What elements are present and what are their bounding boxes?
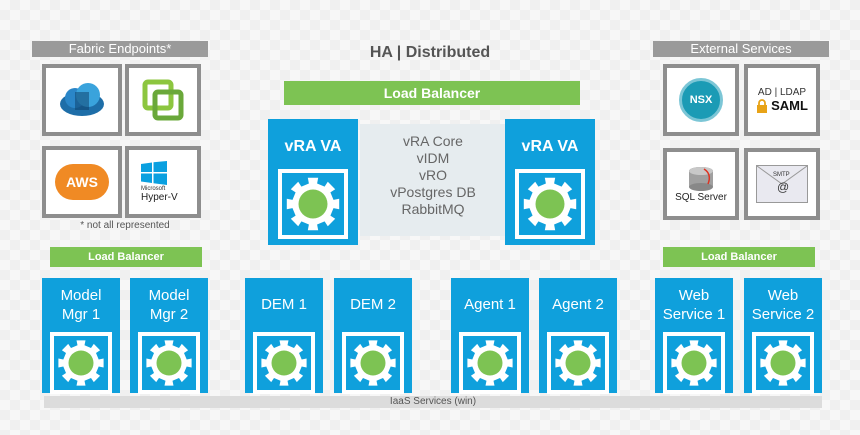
gear-icon (523, 177, 577, 231)
vcloud-tile (42, 64, 122, 136)
smtp-label: SMTP (773, 172, 790, 178)
envelope-icon: SMTP @ (756, 165, 808, 203)
hyperv-label: Hyper-V (141, 192, 178, 203)
gear-backdrop (463, 336, 517, 390)
gear-backdrop (142, 336, 196, 390)
gear-backdrop (257, 336, 311, 390)
smtp-tile: SMTP @ (744, 148, 820, 220)
gear-frame (50, 332, 112, 394)
gear-backdrop (551, 336, 605, 390)
aws-label: AWS (66, 174, 98, 190)
gear-icon (555, 340, 601, 386)
vsphere-icon (142, 79, 184, 121)
service-vpostgres-db: vPostgres DB (390, 184, 476, 200)
agent-2: Agent 2 (539, 278, 617, 394)
gear-icon (760, 340, 806, 386)
gear-backdrop (282, 173, 344, 235)
web-service-1: Web Service 1 (655, 278, 733, 394)
sql-server-tile: SQL Server (663, 148, 739, 220)
gear-frame (515, 169, 585, 239)
gear-frame (547, 332, 609, 394)
gear-backdrop (519, 173, 581, 235)
sql-server-label: SQL Server (675, 191, 727, 203)
gear-icon (671, 340, 717, 386)
not-all-represented-note: * not all represented (80, 220, 170, 231)
agent-1: Agent 1 (451, 278, 529, 394)
lock-icon (757, 98, 768, 113)
at-sign: @ (777, 180, 790, 194)
web-service-2-label: Web Service 2 (751, 287, 815, 323)
windows-icon (141, 161, 167, 185)
external-services-header: External Services (653, 41, 829, 57)
web-service-2: Web Service 2 (744, 278, 822, 394)
service-vidm: vIDM (416, 150, 450, 166)
gear-frame (253, 332, 315, 394)
gear-backdrop (346, 336, 400, 390)
agent-2-label: Agent 2 (552, 296, 604, 313)
vsphere-tile (125, 64, 201, 136)
gear-icon (467, 340, 513, 386)
ad-ldap-label: AD | LDAP (757, 87, 807, 98)
gear-frame (459, 332, 521, 394)
model-mgr-2-label: Model Mgr 2 (148, 287, 190, 323)
gear-icon (261, 340, 307, 386)
vra-services-list: vRA Core vIDM vRO vPostgres DB RabbitMQ (360, 133, 506, 218)
nsx-icon: NSX (679, 78, 723, 122)
main-load-balancer: Load Balancer (284, 81, 580, 105)
vra-va-left: vRA VA (268, 119, 358, 245)
saml-label: SAML (771, 98, 808, 113)
nsx-label: NSX (689, 94, 713, 106)
dem-1-label: DEM 1 (261, 296, 307, 313)
dem-2: DEM 2 (334, 278, 412, 394)
agent-1-label: Agent 1 (464, 296, 516, 313)
model-mgr-1: Model Mgr 1 (42, 278, 120, 394)
gear-backdrop (667, 336, 721, 390)
gear-icon (146, 340, 192, 386)
hyperv-tile: Microsoft Hyper-V (125, 146, 201, 218)
gear-frame (278, 169, 348, 239)
diagram-title: HA | Distributed (369, 44, 491, 61)
gear-icon (286, 177, 340, 231)
model-mgr-1-label: Model Mgr 1 (60, 287, 102, 323)
gear-frame (752, 332, 814, 394)
vra-va-right: vRA VA (505, 119, 595, 245)
gear-icon (350, 340, 396, 386)
service-vra-core: vRA Core (403, 133, 463, 149)
hyperv-maker: Microsoft (141, 186, 166, 192)
saml-tile: AD | LDAP SAML (744, 64, 820, 136)
gear-backdrop (756, 336, 810, 390)
aws-icon: AWS (55, 164, 109, 200)
dem-1: DEM 1 (245, 278, 323, 394)
aws-tile: AWS (42, 146, 122, 218)
gear-backdrop (54, 336, 108, 390)
dem-2-label: DEM 2 (350, 296, 396, 313)
left-load-balancer: Load Balancer (50, 247, 202, 267)
model-mgr-2: Model Mgr 2 (130, 278, 208, 394)
service-vro: vRO (419, 167, 447, 183)
gear-frame (138, 332, 200, 394)
nsx-tile: NSX (663, 64, 739, 136)
vra-va-right-label: vRA VA (521, 138, 579, 155)
vra-va-left-label: vRA VA (284, 138, 342, 155)
service-rabbitmq: RabbitMQ (401, 201, 465, 217)
gear-frame (342, 332, 404, 394)
database-icon (689, 166, 713, 191)
gear-icon (58, 340, 104, 386)
web-service-1-label: Web Service 1 (662, 287, 726, 323)
iaas-services-bar: IaaS Services (win) (44, 396, 822, 408)
vra-services-panel (360, 124, 506, 236)
vcloud-icon (60, 83, 104, 116)
gear-frame (663, 332, 725, 394)
right-load-balancer: Load Balancer (663, 247, 815, 267)
fabric-endpoints-header: Fabric Endpoints* (32, 41, 208, 57)
